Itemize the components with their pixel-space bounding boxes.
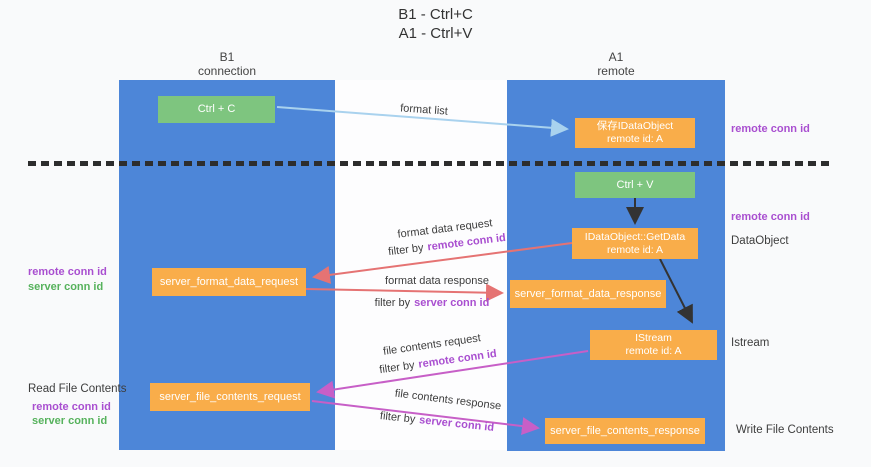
left-bottom-remote-conn-id-label: remote conn id bbox=[32, 401, 111, 413]
title-line-a1: A1 - Ctrl+V bbox=[398, 25, 473, 42]
server-file-contents-response-label: server_file_contents_response bbox=[550, 424, 700, 437]
idataobject-getdata-box: IDataObject::GetData remote id: A bbox=[572, 228, 698, 259]
istream-box: IStream remote id: A bbox=[590, 330, 717, 360]
server-conn-id-text: server conn id bbox=[414, 297, 490, 309]
save-idataobject-line1: 保存IDataObject bbox=[596, 120, 674, 132]
diagram-title: B1 - Ctrl+C A1 - Ctrl+V bbox=[0, 5, 871, 43]
server-file-contents-response-box: server_file_contents_response bbox=[545, 418, 705, 444]
server-file-contents-request-label: server_file_contents_request bbox=[159, 390, 301, 403]
title-line-b1: B1 - Ctrl+C bbox=[398, 6, 473, 23]
server-format-data-request-box: server_format_data_request bbox=[152, 268, 306, 296]
lane-b1-name: B1 bbox=[219, 50, 235, 64]
ctrl-v-label: Ctrl + V bbox=[616, 178, 654, 191]
lane-header-b1: B1 connection bbox=[119, 50, 335, 78]
server-file-contents-request-box: server_file_contents_request bbox=[150, 383, 310, 411]
ctrl-v-box: Ctrl + V bbox=[575, 172, 695, 198]
istream-line2: remote id: A bbox=[625, 345, 682, 357]
right-remote-conn-id-label-top: remote conn id bbox=[731, 123, 810, 135]
left-remote-conn-id-label: remote conn id bbox=[28, 266, 107, 278]
save-idataobject-line2: remote id: A bbox=[606, 133, 664, 145]
lane-a1-subtitle: remote bbox=[597, 64, 635, 78]
ctrl-c-box: Ctrl + C bbox=[158, 96, 275, 123]
read-file-contents-label: Read File Contents bbox=[28, 383, 127, 395]
left-bottom-server-conn-id-label: server conn id bbox=[32, 415, 108, 427]
format-data-response-label: format data response bbox=[385, 275, 489, 287]
dataobject-label: DataObject bbox=[731, 235, 789, 247]
machine-boundary-dashed-line bbox=[28, 161, 830, 166]
save-idataobject-box: 保存IDataObject remote id: A bbox=[575, 118, 695, 148]
lane-b1-subtitle: connection bbox=[197, 64, 257, 78]
lane-a1-name: A1 bbox=[608, 50, 624, 64]
left-server-conn-id-label: server conn id bbox=[28, 281, 104, 293]
server-format-data-response-label: server_format_data_response bbox=[514, 287, 662, 300]
ctrl-c-label: Ctrl + C bbox=[197, 103, 236, 115]
istream-line1: IStream bbox=[635, 332, 672, 344]
server-format-data-request-label: server_format_data_request bbox=[159, 275, 299, 288]
istream-side-label: Istream bbox=[731, 337, 770, 349]
filter-by-text: filter by bbox=[374, 297, 411, 309]
getdata-line2: remote id: A bbox=[606, 243, 664, 256]
lane-header-a1: A1 remote bbox=[507, 50, 725, 78]
write-file-contents-label: Write File Contents bbox=[736, 424, 834, 436]
right-remote-conn-id-label-mid: remote conn id bbox=[731, 211, 810, 223]
server-format-data-response-box: server_format_data_response bbox=[510, 280, 666, 308]
getdata-line1: IDataObject::GetData bbox=[584, 230, 686, 243]
